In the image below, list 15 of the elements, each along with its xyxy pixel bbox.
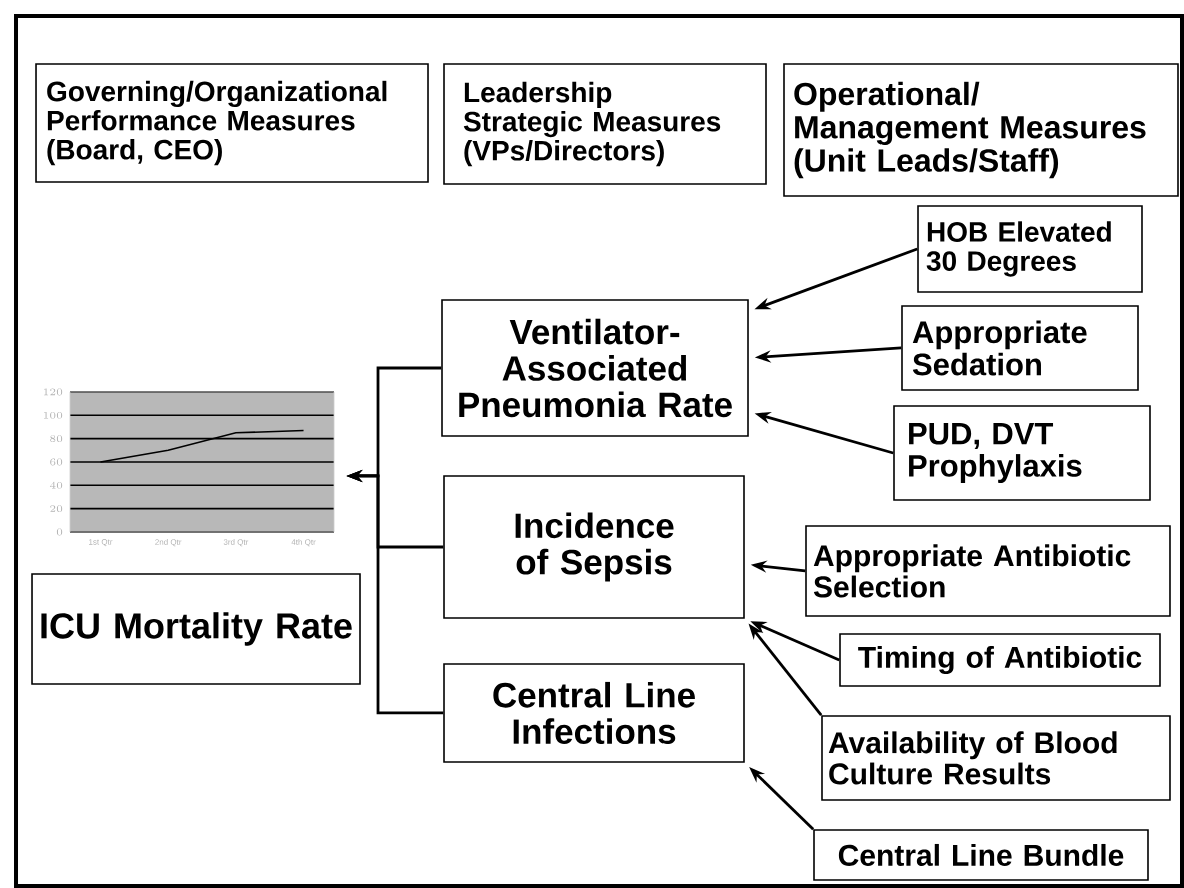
heading-box: Operational/ Management Measures (Unit Leads/Staff) — [783, 63, 1179, 197]
line-series — [99, 429, 305, 463]
heading-box: Leadership Strategic Measures (VPs/Directors) — [443, 63, 767, 185]
measure-box: Availability of Blood Culture Results — [821, 715, 1171, 801]
measure-box: Central Line Bundle — [813, 829, 1149, 881]
heading-box: Governing/Organizational Performance Measures (Board, CEO) — [35, 63, 429, 183]
measure-box: PUD, DVT Prophylaxis — [893, 405, 1151, 501]
measure-box: Appropriate Antibiotic Selection — [805, 525, 1171, 617]
measure-box: Appropriate Sedation — [901, 305, 1139, 391]
measure-box: Timing of Antibiotic — [839, 633, 1161, 687]
outcome-box: Central Line Infections — [443, 663, 745, 763]
outcome-box: Incidence of Sepsis — [443, 475, 745, 619]
measure-box: HOB Elevated 30 Degrees — [917, 205, 1143, 293]
outcome-box: ICU Mortality Rate — [31, 573, 361, 685]
outcome-box: Ventilator- Associated Pneumonia Rate — [441, 299, 749, 437]
